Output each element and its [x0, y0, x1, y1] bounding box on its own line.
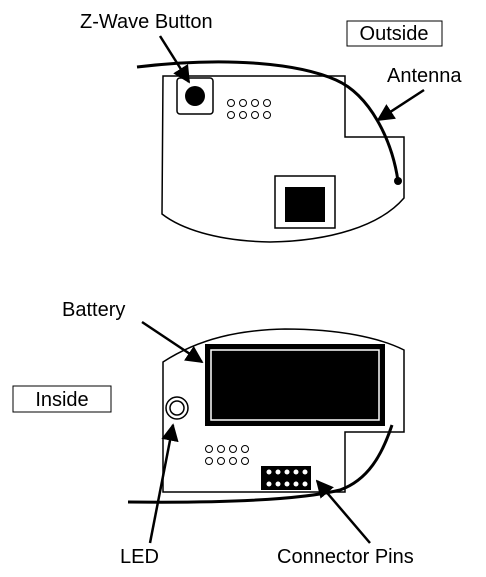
outside-board-outline — [161, 75, 405, 243]
label-connector-pins: Connector Pins — [277, 546, 414, 568]
label-antenna: Antenna — [387, 65, 462, 87]
zwave-button-leader — [158, 35, 191, 84]
label-inside: Inside — [35, 389, 88, 411]
inside-view — [127, 328, 405, 504]
battery — [205, 344, 385, 426]
led-leader — [148, 423, 179, 544]
outside-view — [136, 60, 405, 243]
label-zwave-button: Z-Wave Button — [80, 11, 213, 33]
zwave-button — [185, 86, 205, 106]
inside-contact-dots — [205, 445, 249, 465]
label-led: LED — [120, 546, 159, 568]
battery-inner-outline — [210, 349, 380, 421]
inside-label-box — [12, 385, 112, 413]
outside-label-box — [346, 20, 443, 47]
connector-pins-leader — [315, 479, 371, 544]
antenna-leader — [376, 88, 425, 122]
outside-contact-dots — [227, 99, 271, 119]
outside-antenna-wire — [136, 60, 400, 182]
antenna-tip — [394, 177, 402, 185]
battery-leader — [141, 320, 204, 364]
led — [169, 400, 185, 416]
outside-chip — [285, 187, 325, 222]
label-outside: Outside — [360, 23, 429, 45]
label-battery: Battery — [62, 299, 125, 321]
connector-pin-holes — [266, 469, 308, 487]
